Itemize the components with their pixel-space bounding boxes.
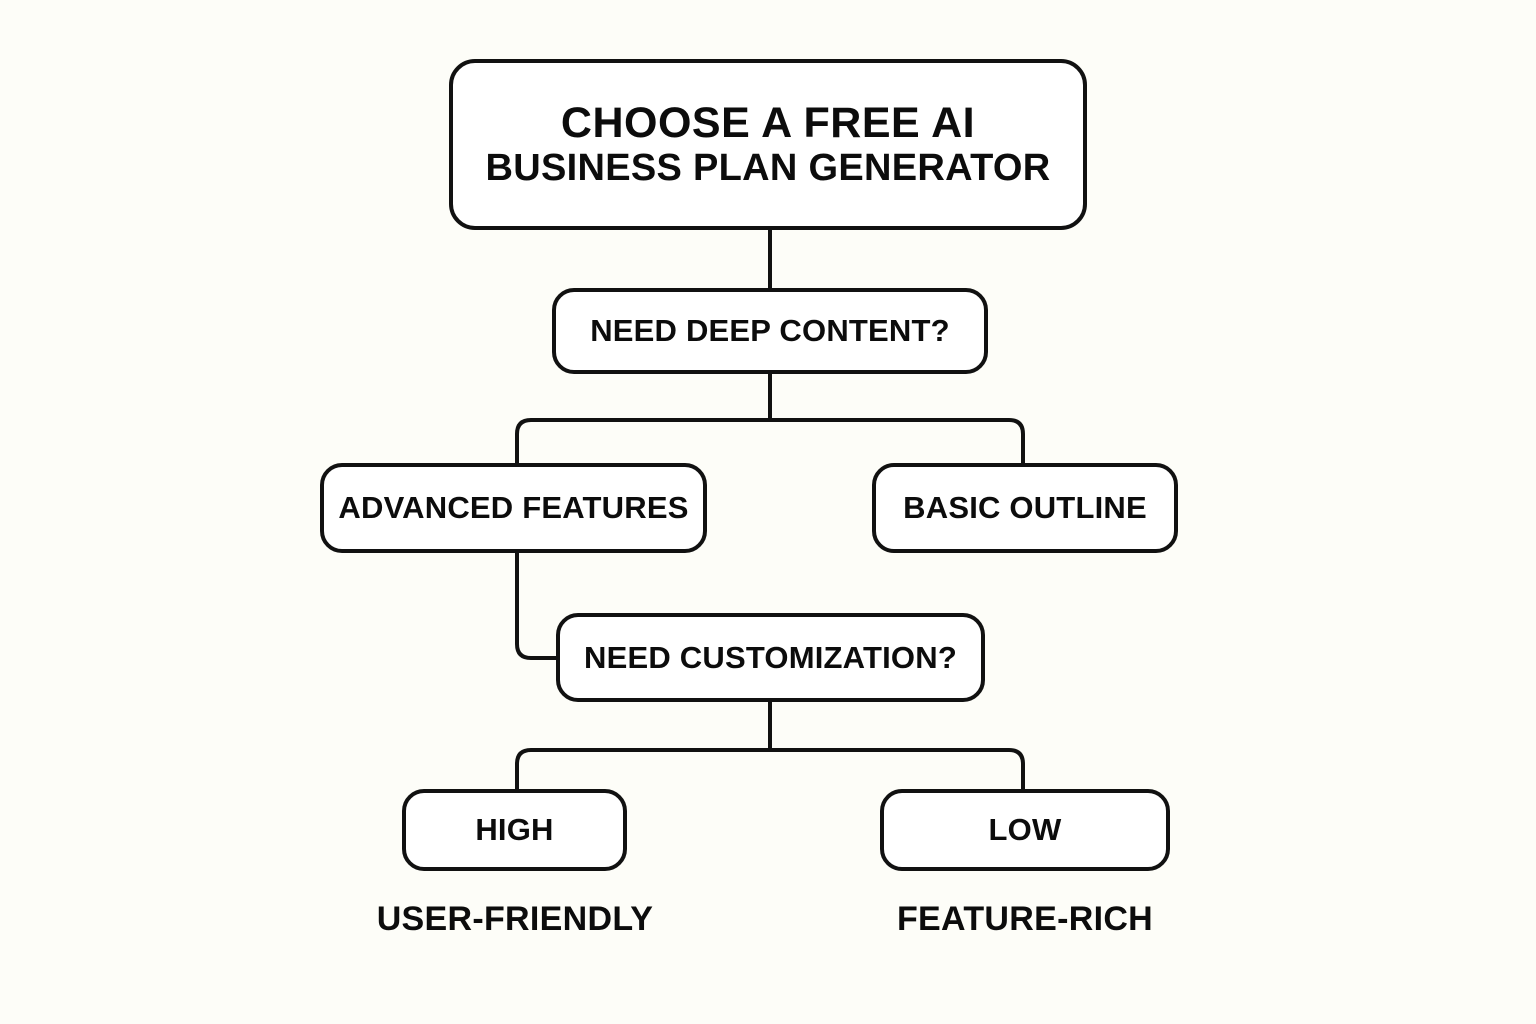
node-low-label: LOW bbox=[988, 812, 1062, 847]
edge-decision2-to-leaves bbox=[515, 702, 1025, 791]
node-advanced-features: ADVANCED FEATURES bbox=[320, 463, 707, 553]
outcome-label-user-friendly: USER-FRIENDLY bbox=[376, 900, 654, 938]
node-need-customization-label: NEED CUSTOMIZATION? bbox=[584, 639, 957, 675]
node-need-deep-content-label: NEED DEEP CONTENT? bbox=[590, 313, 950, 348]
node-basic-outline: BASIC OUTLINE bbox=[872, 463, 1178, 553]
title-line-1: CHOOSE A FREE AI bbox=[560, 99, 976, 148]
node-advanced-features-label: ADVANCED FEATURES bbox=[338, 490, 689, 525]
edge-decision1-to-branches bbox=[515, 374, 1025, 465]
node-high: HIGH bbox=[402, 789, 627, 871]
node-basic-outline-label: BASIC OUTLINE bbox=[903, 490, 1147, 525]
node-title: CHOOSE A FREE AI BUSINESS PLAN GENERATOR bbox=[449, 59, 1087, 230]
node-high-label: HIGH bbox=[475, 812, 554, 847]
node-need-customization: NEED CUSTOMIZATION? bbox=[556, 613, 985, 702]
node-low: LOW bbox=[880, 789, 1170, 871]
node-need-deep-content: NEED DEEP CONTENT? bbox=[552, 288, 988, 374]
edge-advanced-to-decision2 bbox=[515, 553, 558, 660]
outcome-label-feature-rich: FEATURE-RICH bbox=[896, 900, 1154, 938]
title-line-2: BUSINESS PLAN GENERATOR bbox=[485, 147, 1051, 190]
